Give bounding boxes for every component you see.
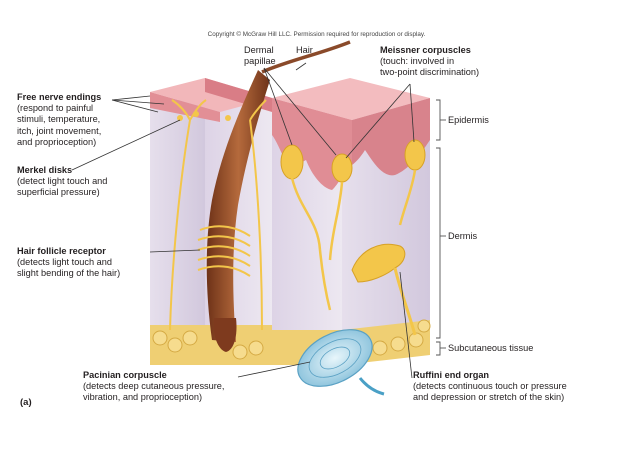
ruffini-end-organ	[351, 243, 417, 336]
meissner-corpuscles	[280, 139, 426, 183]
copyright-notice: Copyright © McGraw Hill LLC. Permission …	[207, 31, 426, 38]
leader-lines	[71, 62, 415, 379]
pacinian-corpuscle-title: Pacinian corpuscle	[83, 370, 167, 380]
left-skin-block	[150, 70, 272, 365]
right-skin-block	[272, 78, 431, 396]
meissner-corpuscles-line-2: two-point discrimination)	[380, 67, 480, 78]
ruffini-end-organ-line-1: (detects continuous touch or pressure	[413, 381, 567, 392]
layer-brackets	[436, 99, 446, 356]
right-epidermis-top	[272, 78, 430, 120]
merkel-disks	[177, 111, 231, 121]
pacinian-corpuscle	[297, 329, 385, 396]
label-free-nerve-endings: Free nerve endings (respond to painful s…	[17, 92, 101, 148]
meissner-nerve-fibers	[290, 169, 417, 311]
free-nerve-endings-line-2: stimuli, temperature,	[17, 114, 101, 125]
hair-follicle-receptor-wraps	[197, 225, 251, 277]
label-hair-follicle-receptor: Hair follicle receptor (detects light to…	[17, 246, 120, 280]
layer-label-epidermis: Epidermis	[448, 115, 489, 125]
hair-shaft	[261, 40, 351, 74]
free-nerve-endings	[169, 99, 267, 331]
pacinian-corpuscle-line-1: (detects deep cutaneous pressure,	[83, 381, 225, 392]
label-pacinian-corpuscle: Pacinian corpuscle (detects deep cutaneo…	[83, 370, 224, 404]
panel-label: (a)	[20, 397, 32, 408]
pacinian-corpuscle-line-2: vibration, and proprioception)	[83, 392, 202, 403]
label-ruffini-end-organ: Ruffini end organ (detects continuous to…	[413, 370, 567, 404]
meissner-corpuscles-line-1: (touch: involved in	[380, 56, 455, 67]
dermal-papillae-line-1: Dermal	[244, 45, 274, 55]
label-dermal-papillae: Dermal papillae	[244, 45, 276, 67]
meissner-corpuscles-title: Meissner corpuscles	[380, 45, 471, 55]
layer-label-dermis: Dermis	[448, 231, 478, 241]
free-nerve-endings-line-3: itch, joint movement,	[17, 125, 102, 136]
merkel-disks-line-2: superficial pressure)	[17, 187, 100, 198]
left-subcutaneous-fat	[150, 325, 272, 365]
left-epidermis-top	[150, 78, 272, 112]
free-nerve-endings-title: Free nerve endings	[17, 92, 102, 102]
free-nerve-endings-line-4: and proprioception)	[17, 136, 97, 147]
dermal-papillae-line-2: papillae	[244, 56, 276, 67]
merkel-disks-line-1: (detect light touch and	[17, 176, 108, 187]
ruffini-end-organ-title: Ruffini end organ	[413, 370, 490, 380]
hair-follicle-receptor-line-2: slight bending of the hair)	[17, 268, 121, 279]
hair-follicle-receptor-title: Hair follicle receptor	[17, 246, 106, 256]
merkel-disks-title: Merkel disks	[17, 165, 73, 175]
label-meissner-corpuscles: Meissner corpuscles (touch: involved in …	[380, 45, 479, 79]
layer-label-subcutaneous: Subcutaneous tissue	[448, 343, 534, 353]
label-hair: Hair	[296, 45, 313, 55]
free-nerve-endings-line-1: (respond to painful	[17, 103, 94, 114]
ruffini-end-organ-line-2: and depression or stretch of the skin)	[413, 392, 565, 403]
hair-follicle-receptor-line-1: (detects light touch and	[17, 257, 112, 268]
label-merkel-disks: Merkel disks (detect light touch and sup…	[17, 165, 107, 199]
hair-follicle	[206, 70, 270, 352]
